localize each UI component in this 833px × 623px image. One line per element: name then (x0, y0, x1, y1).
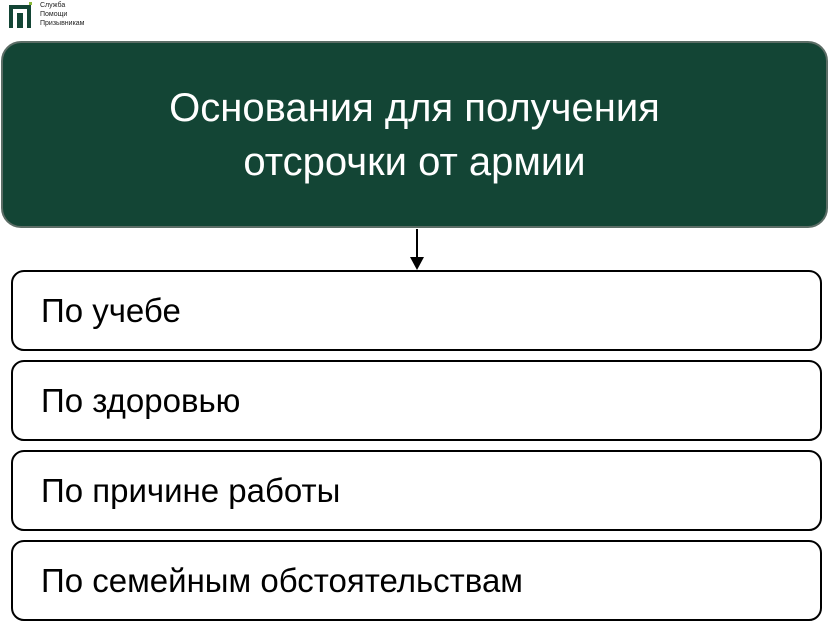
list-item-health: По здоровью (11, 360, 822, 441)
logo-line-1: Служба (40, 2, 66, 9)
list-item-label: По причине работы (41, 471, 341, 509)
logo-line-2: Помощи (40, 11, 68, 18)
title-box: Основания для получения отсрочки от арми… (1, 41, 828, 228)
building-logo-icon (9, 2, 32, 28)
list-item-label: По учебе (41, 291, 181, 329)
list-item-family: По семейным обстоятельствам (11, 540, 822, 621)
logo-line-3: Призывникам (40, 20, 85, 27)
logo: Служба Помощи Призывникам (9, 1, 85, 31)
list-item-label: По здоровью (41, 381, 241, 419)
down-arrow-icon (410, 229, 424, 270)
title-line-1: Основания для получения (169, 85, 660, 130)
logo-text: Служба Помощи Призывникам (40, 1, 85, 28)
title-line-2: отсрочки от армии (243, 139, 586, 184)
list-item-work: По причине работы (11, 450, 822, 531)
list-item-label: По семейным обстоятельствам (41, 561, 523, 599)
list-item-study: По учебе (11, 270, 822, 351)
